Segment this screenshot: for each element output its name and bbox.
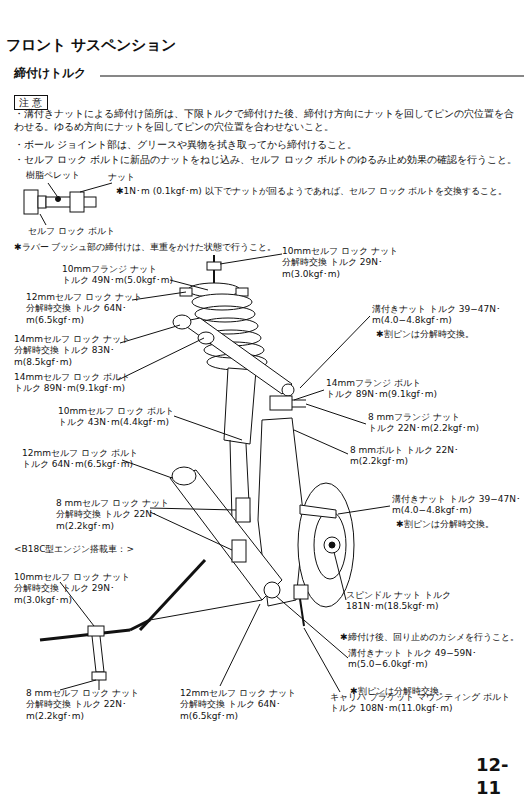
variant-note: <B18C型エンジン搭載車：> — [14, 544, 174, 555]
upper-arm — [173, 315, 306, 410]
torque-callout: 8 mmボルト トルク 22N･m(2.2kgf･m) — [350, 445, 470, 468]
torque-callout: 8 mmフランジ ナット トルク 22N･m(2.2kgf･m) — [368, 412, 488, 435]
note: ✱割ピンは分解時交換。 — [376, 329, 496, 340]
torque-callout: キャリパ ブラケット マウンティング ボルト トルク 108N･m(11.0kg… — [330, 692, 526, 715]
title-rule — [100, 75, 524, 76]
torque-callout: 溝付きナット トルク 39−47N･m(4.0−4.8kgf･m) — [392, 494, 526, 517]
torque-callout: 溝付きナット トルク 39−47N･m(4.0−4.8kgf･m) — [372, 304, 522, 327]
torque-callout: 10mmセルフ ロック ナット 分解時交換 トルク 29N･m(3.0kgf･m… — [14, 572, 136, 606]
knuckle-hub — [258, 418, 354, 626]
lower-arm — [140, 467, 282, 630]
torque-callout: 14mmセルフ ロック ナット 分解時交換 トルク 83N･m(8.5kgf･m… — [14, 334, 136, 368]
page-title: フロント サスペンション — [6, 36, 176, 55]
section-heading: 締付けトルク — [14, 66, 104, 81]
torque-callout: スピンドル ナット トルク 181N･m(18.5kgf･m) — [346, 590, 472, 613]
part-name: セルフ ロック ボルト — [28, 226, 138, 237]
torque-callout: 10mmセルフ ロック ボルト トルク 43N･m(4.4kgf･m) — [58, 406, 182, 429]
note: ✱締付け後、回り止めのカシメを行うこと。 — [340, 632, 526, 643]
self-lock-bolt — [24, 183, 112, 225]
caution-note: ・溝付きナットによる締付け箇所は、下限トルクで締付けた後、締付け方向にナットを回… — [14, 108, 520, 133]
node-text: 注 意 — [19, 96, 43, 109]
torque-callout: 14mmセルフ ロック ボルト トルク 89N･m(9.1kgf･m) — [14, 372, 138, 395]
torque-callout: 10mmセルフ ロック ナット 分解時交換 トルク 29N･m(3.0kgf･m… — [282, 246, 404, 280]
page-number: 12-11 — [476, 754, 526, 799]
stabilizer-link-inset — [40, 620, 150, 690]
torque-callout: 10mmフランジ ナット トルク 49N･m(5.0kgf･m) — [62, 264, 184, 287]
caution-box: 注 意 — [14, 95, 48, 110]
torque-callout: 12mmセルフ ロック ボルト トルク 64N･m(6.5kgf･m) — [22, 448, 146, 471]
torque-callout: 14mmフランジ ボルト トルク 89N･m(9.1kgf･m) — [326, 378, 450, 401]
caution-note: ・セルフ ロック ボルトに新品のナットをねじ込み、セルフ ロック ボルトのゆるみ… — [14, 154, 520, 167]
torque-callout: 12mmセルフ ロック ナット 分解時交換 トルク 64N･m(6.5kgf･m… — [180, 688, 302, 722]
part-name: 樹脂ペレット — [26, 170, 106, 181]
torque-callout: 12mmセルフ ロック ナット 分解時交換 トルク 64N･m(6.5kgf･m… — [26, 292, 148, 326]
part-name: ナット — [108, 172, 148, 183]
leader-lines — [60, 254, 390, 692]
note: ✱割ピンは分解時交換。 — [396, 519, 516, 530]
torque-callout: 8 mmセルフ ロック ナット 分解時交換 トルク 22N･m(2.2kgf･m… — [56, 498, 178, 532]
torque-callout: 8 mmセルフ ロック ナット 分解時交換 トルク 22N･m(2.2kgf･m… — [26, 688, 146, 722]
note: ✱1N･m (0.1kgf･m) 以下でナットが回るようであれば、セルフ ロック… — [116, 186, 516, 197]
torque-callout: 溝付きナット トルク 49−59N･m(5.0−6.0kgf･m) — [348, 648, 498, 671]
caution-note: ・ボール ジョイント部は、グリースや異物を拭き取ってから締付けること。 — [14, 139, 520, 152]
